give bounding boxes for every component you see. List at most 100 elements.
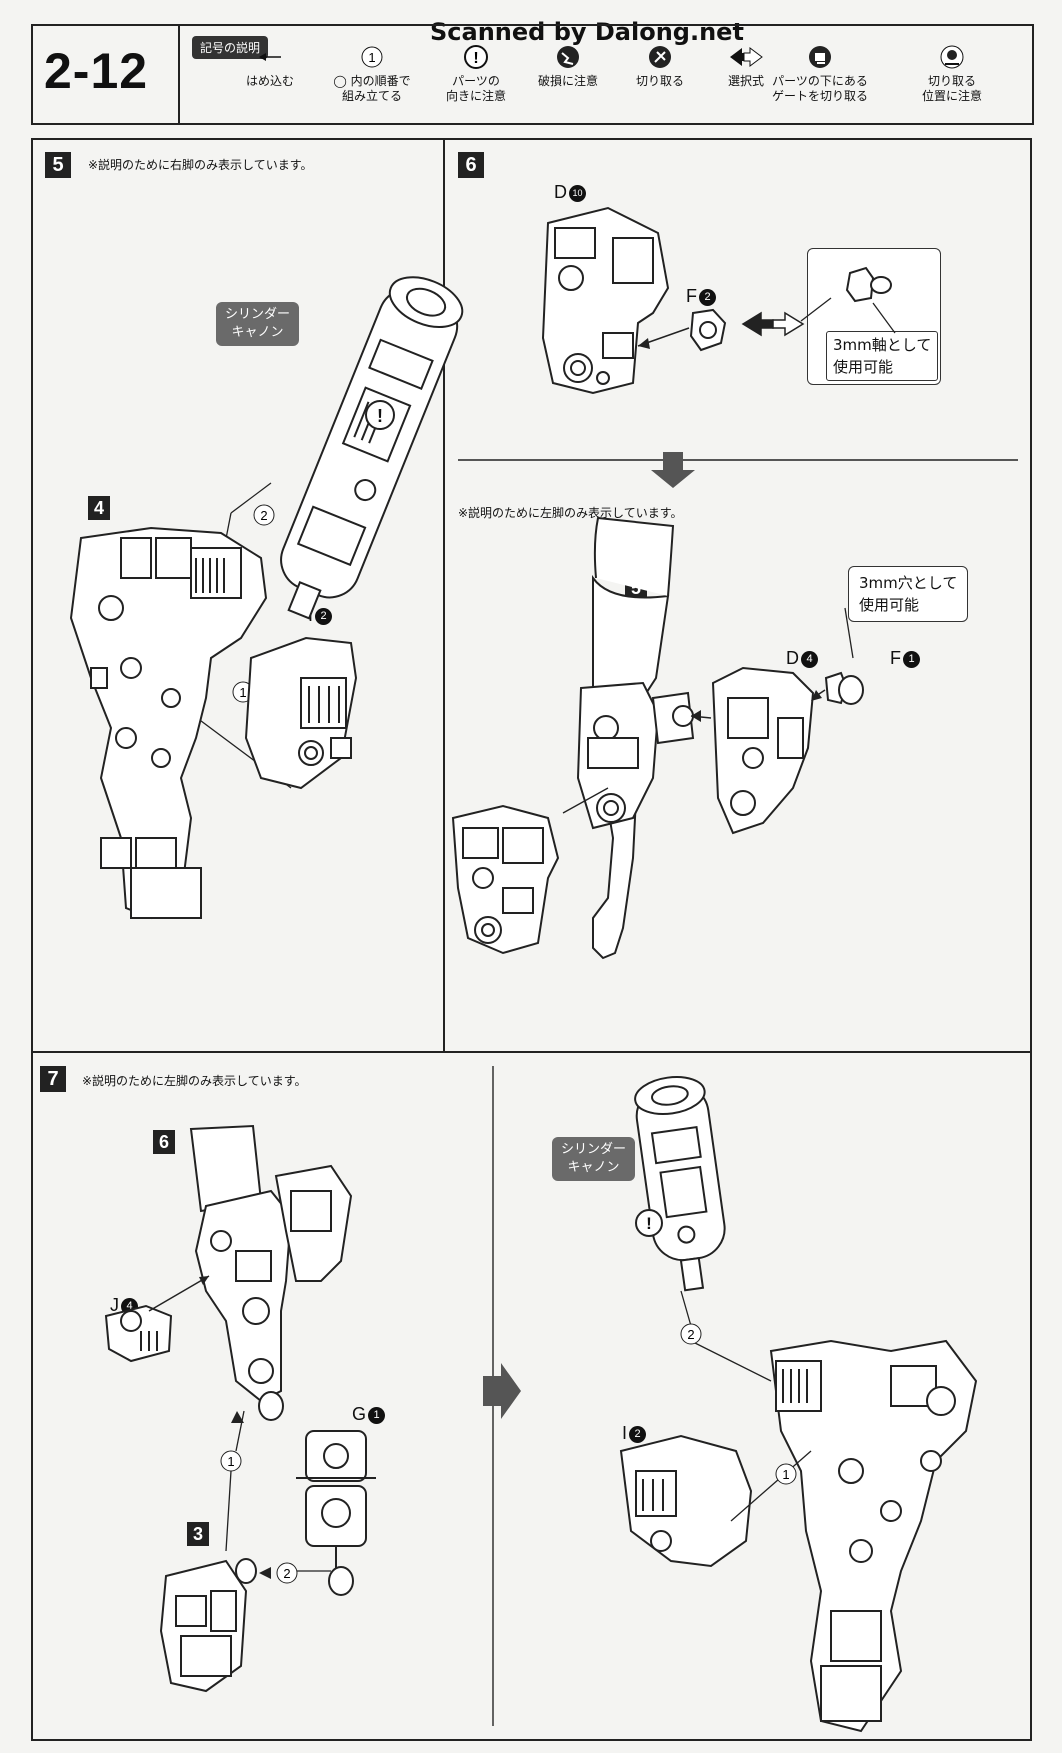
left-leg-drawing <box>576 516 695 960</box>
exclamation-icon: ! <box>416 44 536 70</box>
svg-text:!: ! <box>646 1214 652 1233</box>
circled-number-icon: 1 <box>312 44 432 70</box>
order-number: 2 <box>687 1327 694 1342</box>
legend-item: 破損に注意 <box>508 44 628 89</box>
step5-illustration: ! 2 1 <box>69 276 464 920</box>
step6-illustration <box>451 206 1018 960</box>
part-letter: D <box>786 648 799 668</box>
select-double-arrow <box>741 311 805 337</box>
legend-title: 記号の説明 <box>192 36 269 59</box>
part-d4-drawing <box>711 666 815 835</box>
order-number: 2 <box>260 508 267 523</box>
part-letter: F <box>686 286 697 306</box>
order-number: 1 <box>239 685 246 700</box>
step7-part-g1-drawing <box>296 1430 376 1596</box>
gate-cut-icon <box>760 44 880 70</box>
double-arrow-icon <box>686 44 806 70</box>
part-number-badge: 4 <box>801 650 818 668</box>
svg-text:!: ! <box>377 406 383 426</box>
order-number: 1 <box>227 1454 234 1469</box>
part-f2-drawing <box>689 308 727 352</box>
step7-illustration: 1 2 ! <box>104 1066 978 1733</box>
part-i2-drawing <box>244 636 358 790</box>
svg-text:1: 1 <box>368 50 375 65</box>
legend-item: はめ込む <box>210 44 330 89</box>
watermark: Scanned by Dalong.net <box>430 18 744 46</box>
part-letter: I <box>622 1423 628 1443</box>
legend-item-label: 選択式 <box>727 74 764 88</box>
legend-item-label: ◯ 内の順番で 組み立てる <box>333 74 411 103</box>
step7-right-leg-drawing <box>769 1339 978 1733</box>
svg-text:!: ! <box>473 50 478 67</box>
step7-substep-6: 6 <box>153 1130 175 1154</box>
step7-part-j4-drawing <box>104 1304 173 1363</box>
order-number: 2 <box>283 1566 290 1581</box>
step7-number: 7 <box>40 1066 66 1092</box>
step7-exclamation-mark: ! <box>635 1209 663 1237</box>
step6-callout-3mm-shaft: 3mm軸として 使用可能 <box>807 248 941 385</box>
step5-tag-text: シリンダー キャノン <box>225 307 291 340</box>
legend-item-label: パーツの下にある ゲートを切り取る <box>771 74 868 103</box>
leg-drawing <box>69 526 268 920</box>
legend-item: 切り取る 位置に注意 <box>892 44 1012 104</box>
order-number: 1 <box>782 1467 789 1482</box>
part-number-badge: 2 <box>315 607 333 625</box>
page-number: 2-12 <box>44 43 149 99</box>
step6-note: ※説明のために左脚のみ表示しています。 <box>458 506 683 520</box>
step7-leg-drawing <box>189 1124 353 1421</box>
part-number-badge: 1 <box>368 1406 386 1424</box>
legend-item: ! パーツの 向きに注意 <box>416 44 536 104</box>
cylinder-cannon-drawing <box>280 276 464 620</box>
part-f3-drawing <box>845 266 892 303</box>
step7-substep-3: 3 <box>187 1522 209 1546</box>
part-number-badge: 2 <box>699 288 716 306</box>
step5-cylinder-cannon-tag: シリンダー キャノン <box>216 302 300 346</box>
breakage-icon <box>508 44 628 70</box>
step7-tag-text: シリンダー キャノン <box>561 1142 627 1175</box>
step7-cylinder-cannon-drawing <box>634 1076 726 1292</box>
part-lower-left-drawing <box>451 804 560 955</box>
part-letter: J <box>110 1295 119 1315</box>
callout-text: 3mm軸として 使用可能 <box>826 331 939 381</box>
legend-item-label: はめ込む <box>245 74 294 88</box>
step7-cylinder-cannon-tag: シリンダー キャノン <box>552 1137 636 1181</box>
part-f1-drawing <box>824 671 864 705</box>
order-circles: 2 1 <box>232 504 275 703</box>
arrow-left-icon <box>210 44 330 70</box>
step6-number: 6 <box>458 152 484 178</box>
part-number-badge: 10 <box>569 184 586 202</box>
down-arrow <box>651 452 695 488</box>
step5-note: ※説明のために右脚のみ表示しています。 <box>88 158 313 172</box>
next-arrow <box>483 1363 521 1419</box>
part-number-badge: 2 <box>629 1425 647 1443</box>
step5-number: 5 <box>45 152 71 178</box>
cut-position-icon <box>892 44 1012 70</box>
step7-foot-drawing <box>159 1558 257 1693</box>
legend-item: 選択式 <box>686 44 806 89</box>
exclamation-mark: ! <box>365 400 395 430</box>
legend-item: 切り取る <box>600 44 720 89</box>
legend-item-label: 切り取る 位置に注意 <box>921 74 982 103</box>
legend-item: 1 ◯ 内の順番で 組み立てる <box>312 44 432 104</box>
cut-icon <box>600 44 720 70</box>
legend-item-label: 切り取る <box>635 74 684 88</box>
part-number-badge: 1 <box>903 650 920 668</box>
step6-callout-3mm-hole: 3mm穴として 使用可能 <box>848 566 969 622</box>
part-letter: F <box>890 648 901 668</box>
part-d10-drawing <box>541 206 670 395</box>
legend-item-label: パーツの 向きに注意 <box>445 74 506 103</box>
step7-part-i2-drawing <box>619 1434 753 1568</box>
legend-item: パーツの下にある ゲートを切り取る <box>760 44 880 104</box>
header-frame <box>31 24 1034 125</box>
step7-note: ※説明のために左脚のみ表示しています。 <box>82 1074 307 1088</box>
part-letter: D <box>554 182 567 202</box>
part-letter: G <box>352 1404 367 1424</box>
step5-substep: 4 <box>88 496 110 520</box>
legend-item-label: 破損に注意 <box>537 74 598 88</box>
